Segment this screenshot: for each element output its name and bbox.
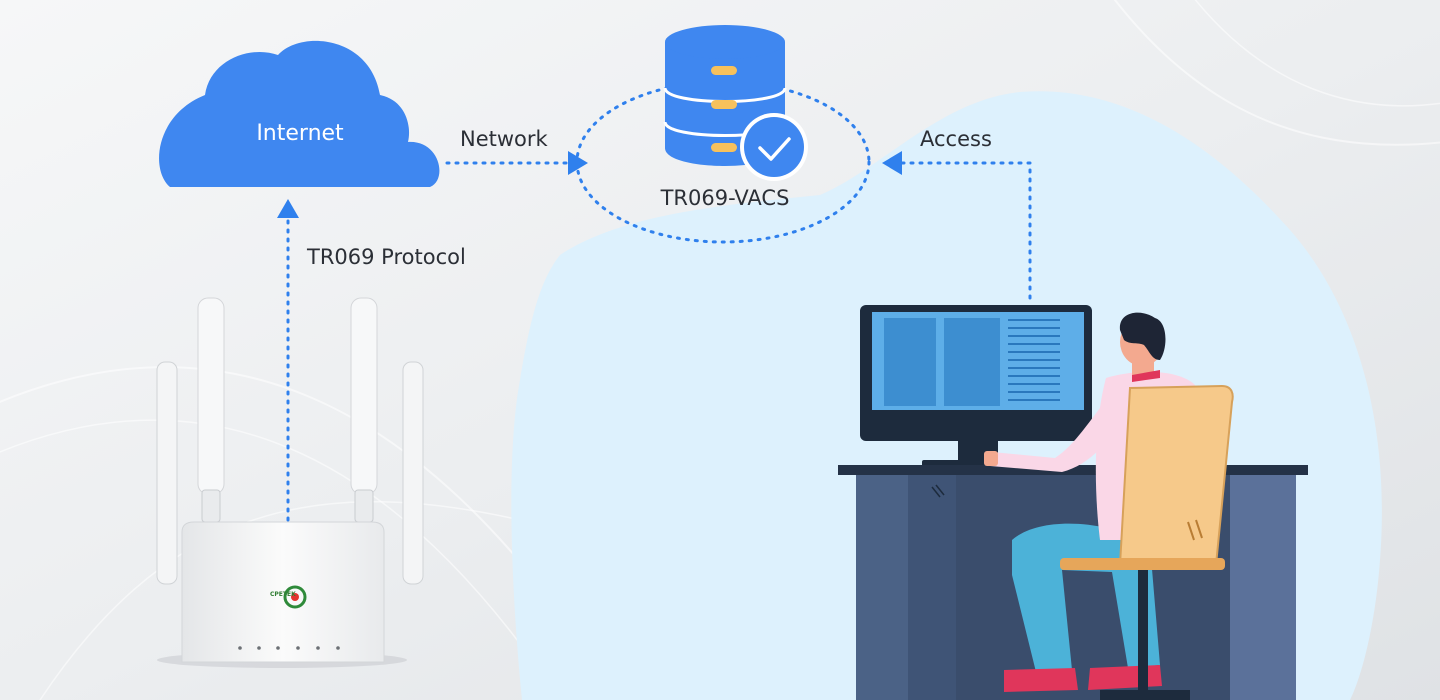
arrowheads [277,151,902,218]
network-edge-label: Network [460,127,548,151]
cloud-icon [159,40,440,187]
internet-cloud [159,40,440,187]
arrow-left-icon [882,151,902,175]
monitor [860,305,1092,468]
internet-label: Internet [256,121,344,146]
server-label: TR069-VACS [660,186,790,210]
router-icon [156,297,424,668]
access-edge-label: Access [920,127,992,151]
arrow-right-icon [568,151,588,175]
protocol-edge-label: TR069 Protocol [307,245,466,269]
arrow-up-icon [277,199,299,218]
router-brand-logo: CPETEK [270,591,296,598]
desk [838,465,1308,700]
person-at-computer-icon [838,305,1308,700]
check-badge-icon [740,113,808,181]
operator-to-server-line [900,161,1032,300]
chair [1060,384,1234,700]
